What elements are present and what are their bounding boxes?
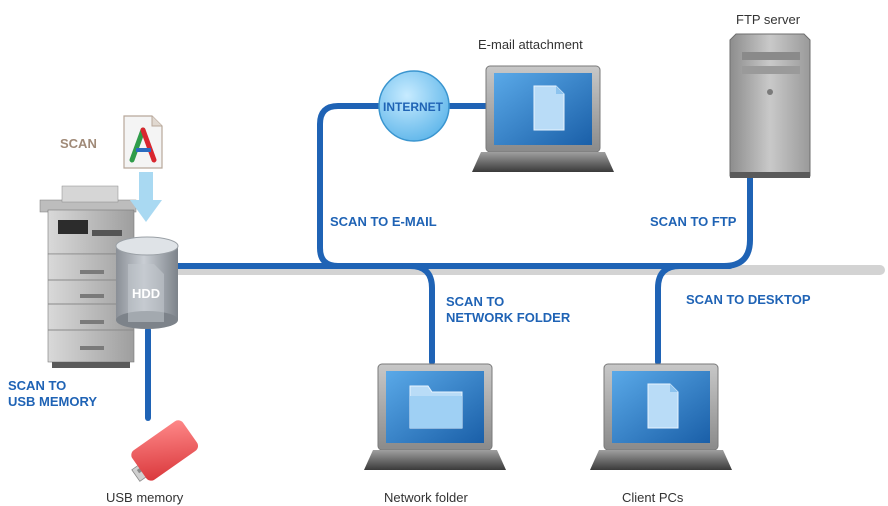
scan-to-desktop-label: SCAN TO DESKTOP [686,292,811,307]
scan-to-usb-memory-label: SCAN TO USB MEMORY [8,378,98,410]
scan-to-network-folder-label: SCAN TO NETWORK FOLDER [446,294,571,326]
hdd-label: HDD [132,286,161,301]
client-pcs-label: Client PCs [622,490,684,505]
laptop-email-attachment [472,65,614,172]
network-folder-label: Network folder [384,490,468,505]
scan-arrow [130,172,162,222]
document-icon [647,383,679,429]
internet-globe [378,70,450,142]
document-icon [533,85,565,131]
hdd-cylinder-icon [115,236,179,329]
ftp-server-label: FTP server [736,12,801,27]
scan-label: SCAN [60,136,97,151]
server-tower-icon [729,33,811,178]
scanned-document-icon [123,115,163,169]
usb-memory-label: USB memory [106,490,184,505]
scan-to-email-label: SCAN TO E-MAIL [330,214,437,229]
usb-drive-icon [131,420,199,482]
folder-icon [409,385,463,429]
scan-to-ftp-label: SCAN TO FTP [650,214,737,229]
network-lines [145,103,753,421]
laptop-network-folder [364,363,506,470]
email-attachment-label: E-mail attachment [478,37,583,52]
laptop-client-pc [590,363,732,470]
internet-label: INTERNET [383,100,443,114]
